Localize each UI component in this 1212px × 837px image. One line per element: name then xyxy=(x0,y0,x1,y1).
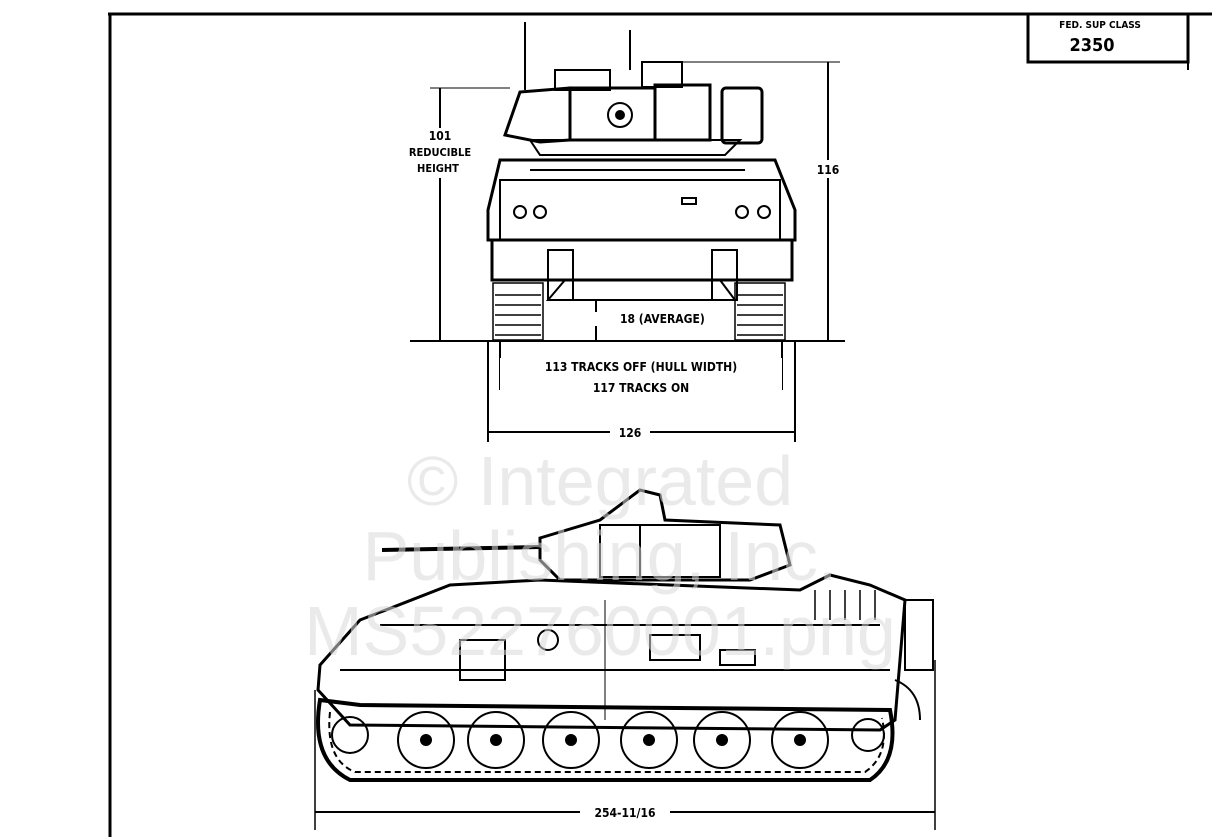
overall-height: 116 xyxy=(817,163,840,177)
hull-width: 113 TRACKS OFF (HULL WIDTH) xyxy=(545,360,737,374)
tracks-on-width: 117 TRACKS ON xyxy=(593,381,689,395)
watermark-line-1: © Integrated xyxy=(407,442,793,520)
road-wheels xyxy=(331,711,885,769)
ground-clearance: 18 (AVERAGE) xyxy=(620,312,705,326)
class-box-value: 2350 xyxy=(1069,35,1114,56)
reducible-height-value: 101 xyxy=(429,129,452,143)
reducible-height-label-2: HEIGHT xyxy=(417,162,459,175)
class-box-title: FED. SUP CLASS xyxy=(1059,20,1141,31)
watermark-line-2: Publishing, Inc. xyxy=(363,517,838,595)
front-view xyxy=(410,22,845,442)
overall-length: 254-11/16 xyxy=(594,806,655,820)
dim-label-bg xyxy=(500,358,782,398)
watermark: © Integrated Publishing, Inc. MS52276000… xyxy=(304,442,896,670)
overall-width: 126 xyxy=(619,426,642,440)
watermark-line-3: MS522760001.png xyxy=(304,592,896,670)
side-view xyxy=(314,488,936,830)
front-tracks xyxy=(492,282,786,341)
reducible-height-label: REDUCIBLE xyxy=(409,146,471,159)
drawing-frame xyxy=(108,12,1212,837)
